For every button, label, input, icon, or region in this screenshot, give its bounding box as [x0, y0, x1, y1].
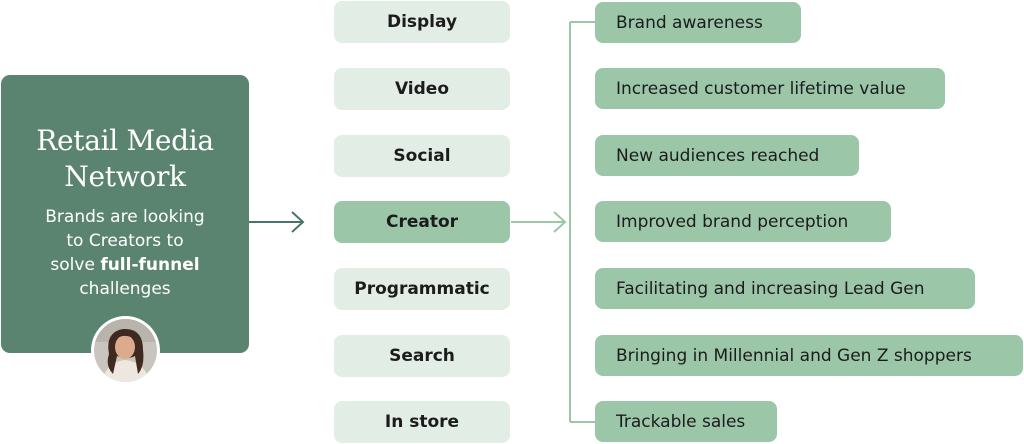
channel-programmatic: Programmatic: [334, 268, 510, 310]
channel-label: In store: [384, 412, 460, 432]
card-to-creator-arrowhead: [291, 211, 305, 233]
card-text-emphasis: full-funnel: [100, 255, 200, 275]
avatar: [91, 316, 160, 385]
card-text-line-3-prefix: solve: [50, 255, 101, 275]
card-title-line-2: Network: [64, 160, 186, 193]
outcome-label: Bringing in Millennial and Gen Z shopper…: [616, 345, 972, 366]
channel-display: Display: [334, 1, 510, 43]
card-title: Retail Media Network: [1, 123, 249, 195]
outcome-improved-brand-perception: Improved brand perception: [595, 201, 891, 242]
channel-in-store: In store: [334, 401, 510, 443]
channel-label: Social: [393, 146, 451, 166]
card-title-line-1: Retail Media: [36, 124, 214, 157]
channel-label: Programmatic: [354, 279, 490, 299]
channel-label: Video: [394, 79, 450, 99]
creator-to-outcomes-arrowhead: [553, 211, 567, 233]
channel-creator: Creator: [334, 201, 510, 243]
outcome-label: Facilitating and increasing Lead Gen: [616, 278, 925, 299]
retail-media-network-card: Retail Media Network Brands are looking …: [1, 75, 249, 353]
channel-label: Creator: [385, 212, 459, 232]
outcome-trackable-sales: Trackable sales: [595, 401, 777, 442]
outcome-lead-gen: Facilitating and increasing Lead Gen: [595, 268, 975, 309]
outcome-new-audiences-reached: New audiences reached: [595, 135, 859, 176]
channel-search: Search: [334, 335, 510, 377]
outcome-brand-awareness: Brand awareness: [595, 2, 801, 43]
card-text-line-3: solve full-funnel: [1, 253, 249, 277]
outcome-label: Increased customer lifetime value: [616, 78, 906, 99]
card-description: Brands are looking to Creators to solve …: [1, 205, 249, 301]
outcome-label: Trackable sales: [616, 411, 746, 432]
channel-label: Display: [386, 12, 458, 32]
outcome-label: Improved brand perception: [616, 211, 849, 232]
channel-label: Search: [389, 346, 455, 366]
channel-video: Video: [334, 68, 510, 110]
outcome-increased-customer-lifetime-value: Increased customer lifetime value: [595, 68, 945, 109]
card-text-line-1: Brands are looking: [45, 207, 205, 227]
card-text-line-2: to Creators to: [66, 231, 184, 251]
card-text-line-4: challenges: [79, 279, 171, 299]
outcome-millennial-gen-z-shoppers: Bringing in Millennial and Gen Z shopper…: [595, 335, 1023, 376]
outcome-label: New audiences reached: [616, 145, 820, 166]
channel-social: Social: [334, 135, 510, 177]
avatar-photo-icon: [91, 316, 160, 385]
outcome-label: Brand awareness: [616, 12, 763, 33]
